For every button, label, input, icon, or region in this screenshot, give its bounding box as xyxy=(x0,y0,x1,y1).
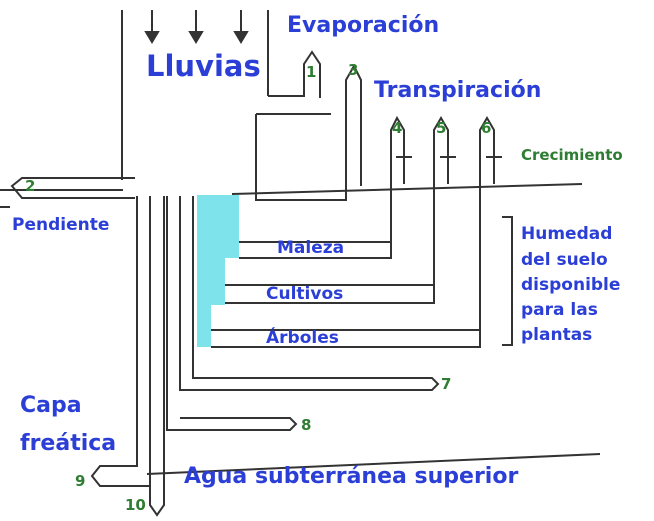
label-maleza: Maleza xyxy=(277,238,345,258)
flow-6-arboles xyxy=(211,116,495,348)
flow-9 xyxy=(90,196,150,487)
label-crecimiento: Crecimiento xyxy=(521,146,623,164)
number-8: 8 xyxy=(301,416,312,434)
number-4: 4 xyxy=(392,119,403,137)
label-cultivos: Cultivos xyxy=(266,284,344,304)
number-3: 3 xyxy=(348,61,359,79)
humedad-bracket xyxy=(502,216,513,346)
root-zone-arboles xyxy=(197,195,211,347)
number-1: 1 xyxy=(306,63,317,81)
label-humedad-3: disponible xyxy=(521,275,621,295)
root-zone-cultivos xyxy=(211,195,225,305)
number-6: 6 xyxy=(481,119,492,137)
flow-7 xyxy=(179,196,440,391)
number-7: 7 xyxy=(441,375,452,393)
rain-arrowhead-3 xyxy=(233,31,249,44)
flow-3-evaporation xyxy=(255,63,362,201)
flow-10 xyxy=(149,196,165,517)
label-humedad-1: Humedad xyxy=(521,224,613,244)
label-humedad-4: para las xyxy=(521,300,598,320)
number-2: 2 xyxy=(25,177,36,195)
rain-arrowhead-1 xyxy=(144,31,160,44)
label-transpiracion: Transpiración xyxy=(374,78,542,103)
label-evaporacion: Evaporación xyxy=(287,13,440,38)
flow-4-maleza xyxy=(239,115,405,259)
label-lluvias: Lluvias xyxy=(146,49,261,83)
rain-arrowhead-2 xyxy=(188,31,204,44)
label-humedad-2: del suelo xyxy=(521,250,608,270)
flow-8 xyxy=(166,196,298,431)
label-humedad-5: plantas xyxy=(521,325,593,345)
label-agua-subterranea: Agua subterránea superior xyxy=(184,464,519,489)
number-9: 9 xyxy=(75,472,86,490)
label-pendiente: Pendiente xyxy=(12,215,110,235)
flow-1-evaporation xyxy=(268,50,321,98)
number-5: 5 xyxy=(436,119,447,137)
groundwater-table-line xyxy=(146,453,601,475)
label-capa: Capa xyxy=(20,393,82,418)
label-arboles: Árboles xyxy=(266,328,339,348)
flow-2-runoff xyxy=(10,177,135,199)
label-freatica: freática xyxy=(20,431,117,456)
root-zone-maleza xyxy=(225,195,239,258)
flow-5-cultivos xyxy=(225,116,449,304)
number-10: 10 xyxy=(125,496,146,514)
ground-surface-line xyxy=(231,183,583,195)
